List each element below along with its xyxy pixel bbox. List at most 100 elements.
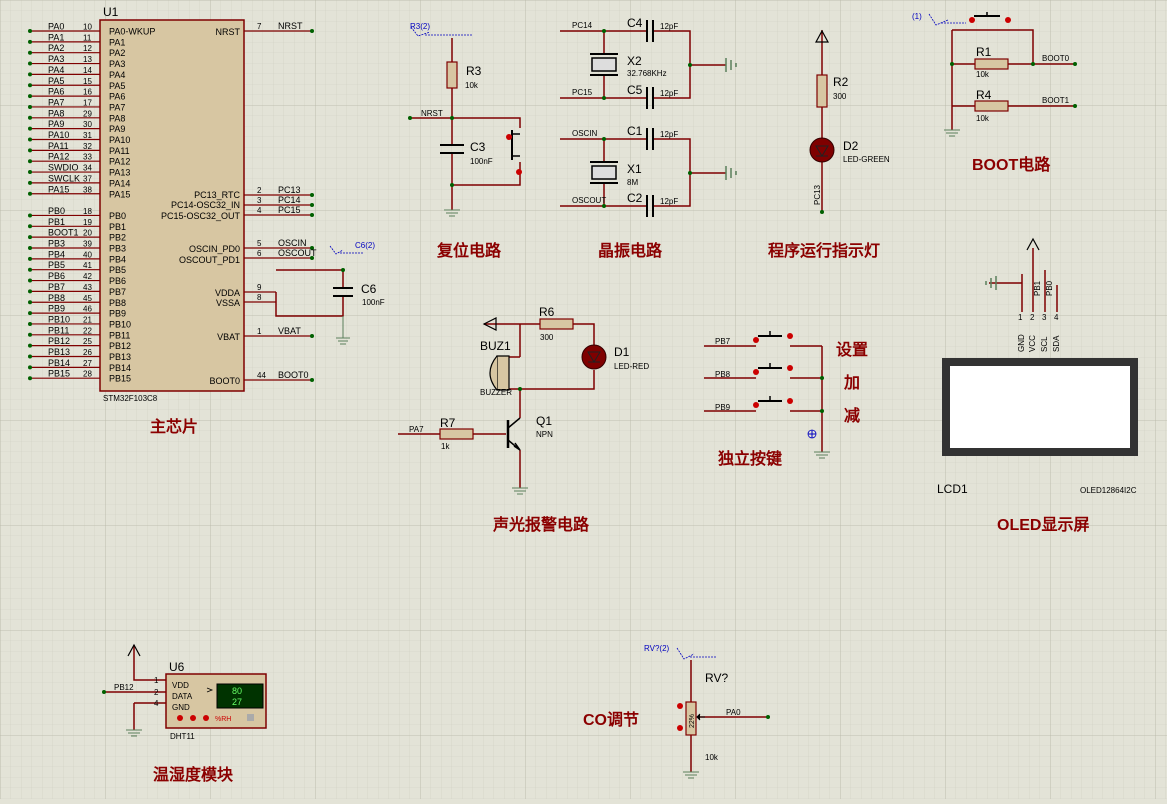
mcu-net-label: PB14 <box>48 358 70 368</box>
mcu-pin-terminal[interactable] <box>28 332 32 337</box>
mcu-pin-terminal[interactable] <box>28 180 32 185</box>
oled-module[interactable]: GND VCC SCL SDA 1 2 3 4 PB1 PB0 LCD1 OLE… <box>937 237 1138 534</box>
mcu-net-label: PA1 <box>48 32 64 42</box>
crystal-x1[interactable] <box>591 165 617 180</box>
mcu-pin-number: 41 <box>83 261 92 270</box>
mcu-pin-terminal[interactable] <box>28 311 32 316</box>
mcu-pin-terminal[interactable] <box>28 343 32 348</box>
transistor-q1[interactable] <box>506 417 521 451</box>
keys-circuit[interactable]: PB7 PB8 PB9 设置 加 减 独立按键 <box>704 331 868 468</box>
mcu-pin-name: PA9 <box>109 124 125 134</box>
mcu-pin-terminal[interactable] <box>28 300 32 305</box>
r4-value: 10k <box>976 114 990 123</box>
crystal-circuit[interactable]: PC14 PC15 C4 12pF C5 12pF X2 32.768KHz O… <box>560 16 737 260</box>
co-circuit[interactable]: RV?(2) 22% RV? 10k PA0 CO调节 <box>583 644 770 779</box>
mcu-pin-terminal[interactable] <box>28 104 32 109</box>
mcu-pin-name: PA0-WKUP <box>109 27 155 37</box>
mcu-pin-terminal[interactable] <box>28 94 32 99</box>
buzzer-buz1[interactable] <box>489 355 510 391</box>
mcu-pin-terminal[interactable] <box>28 115 32 120</box>
pin-name-boot0: BOOT0 <box>209 376 240 386</box>
mcu-pin-terminal[interactable] <box>28 354 32 359</box>
mcu-pin-name: PA1 <box>109 37 125 47</box>
run-led-circuit[interactable]: R2 300 D2 LED-GREEN PC13 程序运行指示灯 <box>768 29 890 260</box>
mcu-pin-terminal[interactable] <box>28 170 32 175</box>
x2-ref: X2 <box>627 54 642 68</box>
net-pb7-key: PB7 <box>715 337 731 346</box>
resistor-r1[interactable] <box>974 58 1009 70</box>
key-sub-button[interactable] <box>753 396 793 408</box>
net-pc13-led: PC13 <box>813 184 822 205</box>
resistor-r6[interactable] <box>539 318 574 330</box>
capacitor-c6[interactable]: C6 100nF C6(2) <box>275 241 385 345</box>
c3-value: 100nF <box>470 157 493 166</box>
mcu-pin-terminal[interactable] <box>28 191 32 196</box>
dht-unit: %RH <box>215 716 231 723</box>
mcu-pin-name: PA5 <box>109 81 125 91</box>
mcu-pin-terminal[interactable] <box>28 50 32 55</box>
potentiometer-rv[interactable] <box>685 701 697 736</box>
mcu-pin-terminal[interactable] <box>28 224 32 229</box>
mcu-pin-terminal[interactable] <box>28 278 32 283</box>
mcu-pin-terminal[interactable] <box>28 213 32 218</box>
led-d1[interactable] <box>581 344 607 370</box>
c4-ref: C4 <box>627 16 643 30</box>
boot-switch[interactable] <box>969 12 1011 23</box>
key-set-button[interactable] <box>753 331 793 343</box>
r3-value: 10k <box>465 81 479 90</box>
mcu-pin-terminal[interactable] <box>28 376 32 381</box>
alarm-circuit[interactable]: R6 300 D1 LED-RED BUZ1 BUZZER R7 1k PA7 … <box>398 305 649 534</box>
net-vbat: VBAT <box>278 326 301 336</box>
mcu-pin-terminal[interactable] <box>28 235 32 240</box>
mcu-net-label: PB5 <box>48 260 65 270</box>
mcu-pin-terminal[interactable] <box>28 29 32 33</box>
dht-num-1: 1 <box>154 676 159 685</box>
mcu-pin-terminal[interactable] <box>28 148 32 153</box>
dht-module[interactable]: 80 27 %RH U6 VDD DATA GND 1 2 4 PB12 DHT… <box>102 643 267 784</box>
oled-num-4: 4 <box>1054 313 1059 322</box>
mcu-pin-terminal[interactable] <box>28 159 32 164</box>
mcu-pin-terminal[interactable] <box>28 126 32 131</box>
net-pb8-key: PB8 <box>715 370 731 379</box>
mcu-pin-terminal[interactable] <box>28 246 32 250</box>
mcu-pin-terminal[interactable] <box>28 137 32 142</box>
mcu-pin-terminal[interactable] <box>28 61 32 66</box>
mcu-pin-name: PB2 <box>109 233 126 243</box>
reset-circuit[interactable]: R3(2) R3 10k C3 100nF NRST 复位电路 <box>408 22 522 260</box>
r1-value: 10k <box>976 70 990 79</box>
d2-ref: D2 <box>843 139 859 153</box>
led-d2[interactable] <box>809 137 835 163</box>
mcu-pin-terminal[interactable] <box>28 321 32 326</box>
mcu-pin-terminal[interactable] <box>28 83 32 88</box>
resistor-r3[interactable] <box>446 61 458 89</box>
mcu-pin-terminal[interactable] <box>28 72 32 77</box>
resistor-r7[interactable] <box>439 428 474 440</box>
key-add-button[interactable] <box>753 363 793 375</box>
mcu-body[interactable] <box>99 19 245 392</box>
reset-button[interactable] <box>506 130 522 175</box>
mcu-pin-terminal[interactable] <box>28 289 32 294</box>
crystal-x2[interactable] <box>591 57 617 72</box>
resistor-r4[interactable] <box>974 100 1009 112</box>
dht-pin-vdd: VDD <box>172 681 189 690</box>
mcu-pin-terminal[interactable] <box>28 256 32 261</box>
mcu-pin-number: 29 <box>83 109 92 118</box>
boot-circuit[interactable]: (1) R1 10k R4 10k BOOT0 BOOT1 BOOT电路 <box>912 12 1077 174</box>
resistor-r2[interactable] <box>816 74 828 108</box>
pin-name-nrst: NRST <box>216 27 241 37</box>
mcu-net-label: PB8 <box>48 293 65 303</box>
pin-name-pc15: PC15-OSC32_OUT <box>161 211 241 221</box>
mcu-pin-terminal[interactable] <box>28 39 32 44</box>
net-nrst-label: NRST <box>421 109 443 118</box>
mcu-pin-terminal[interactable] <box>28 267 32 272</box>
mcu-pin-terminal[interactable] <box>28 365 32 370</box>
net-pc14-label: PC14 <box>572 21 593 30</box>
net-pc15-label: PC15 <box>572 88 593 97</box>
net-oscin: OSCIN <box>278 238 307 248</box>
mcu-pin-number: 46 <box>83 305 92 314</box>
mcu-pin-number: 17 <box>83 98 92 107</box>
pin-num-vdda: 9 <box>257 283 262 292</box>
mcu-pin-number: 28 <box>83 370 92 379</box>
